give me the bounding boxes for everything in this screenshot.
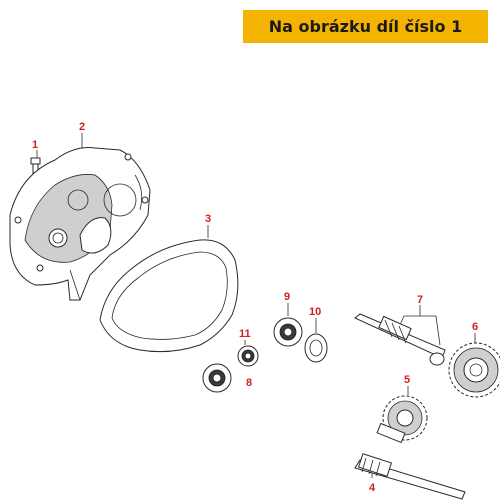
label-part-8: 8 [246,377,252,389]
label-part-1: 1 [32,139,38,151]
label-part-9: 9 [284,291,290,303]
label-part-6: 6 [472,321,478,333]
part-4-output-shaft [354,453,466,500]
label-part-7: 7 [417,294,423,306]
part-7-drive-shaft [354,305,446,366]
banner-text: Na obrázku díl číslo 1 [268,17,463,36]
label-part-10: 10 [309,306,321,318]
part-8-bearing [202,363,232,393]
part-6-gear [448,333,500,398]
part-3-gasket [99,225,239,353]
label-part-4: 4 [369,482,376,494]
part-9-bearing [273,303,303,347]
highlight-banner: Na obrázku díl číslo 1 [243,10,488,43]
label-part-5: 5 [404,374,410,386]
part-10-oil-seal [304,318,328,363]
label-part-2: 2 [79,121,85,133]
label-part-3: 3 [205,213,211,225]
part-5-gear [376,386,428,444]
part-2-transmission-cover [9,133,151,301]
label-part-11: 11 [239,328,251,340]
part-11-bearing [237,340,259,367]
